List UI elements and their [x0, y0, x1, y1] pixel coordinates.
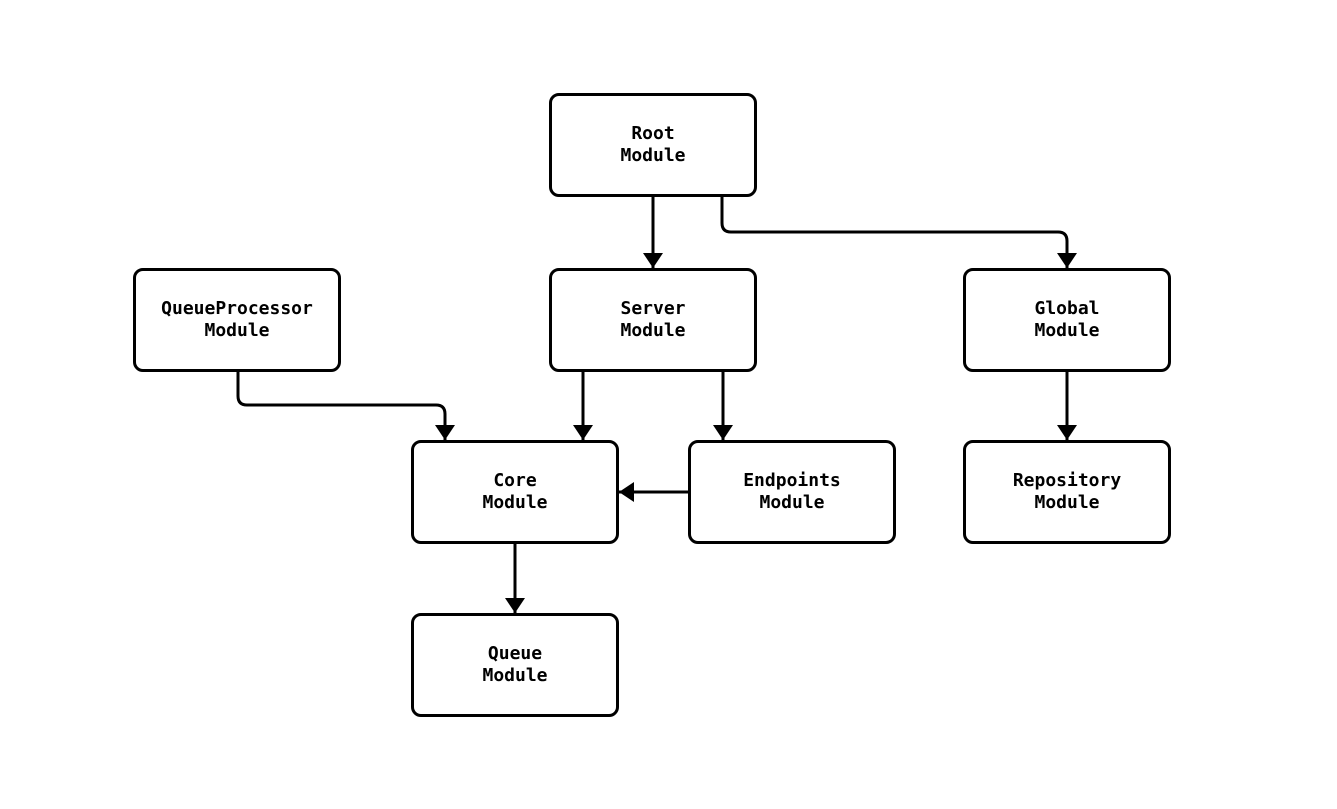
edge-queueprocessor-to-core: [236, 372, 455, 440]
edge-root-to-global: [720, 197, 1077, 268]
node-root-label-line: Module: [620, 145, 686, 166]
edge-queueprocessor-to-core-line: [236, 372, 447, 440]
edge-root-to-server-arrowhead: [643, 253, 663, 268]
edge-root-to-server: [643, 197, 663, 268]
edge-server-to-endpoints: [713, 372, 733, 440]
node-global-label-line: Global: [1034, 298, 1100, 319]
edge-server-to-core-arrowhead: [573, 425, 593, 440]
edge-core-to-queue: [505, 544, 525, 613]
edge-server-to-core: [573, 372, 593, 440]
node-core-label-line: Core: [493, 470, 537, 491]
node-queueprocessor-label-line: Module: [204, 320, 270, 341]
node-core-label-line: Module: [482, 492, 548, 513]
node-server-label-line: Module: [620, 320, 686, 341]
node-queueprocessor-label-line: QueueProcessor: [161, 298, 313, 319]
node-repository-label-line: Module: [1034, 492, 1100, 513]
node-queue-label-line: Module: [482, 665, 548, 686]
edge-global-to-repository: [1057, 372, 1077, 440]
node-repository-label-line: Repository: [1012, 470, 1122, 491]
edge-server-to-endpoints-arrowhead: [713, 425, 733, 440]
edge-queueprocessor-to-core-arrowhead: [435, 425, 455, 440]
node-queue-label-line: Queue: [487, 643, 543, 664]
node-endpoints-label-line: Module: [759, 492, 825, 513]
node-root-label-line: Root: [631, 123, 675, 144]
node-server-label-line: Server: [620, 298, 686, 319]
edge-global-to-repository-arrowhead: [1057, 425, 1077, 440]
edge-root-to-global-arrowhead: [1057, 253, 1077, 268]
node-endpoints-label-line: Endpoints: [743, 470, 841, 491]
edge-core-to-queue-arrowhead: [505, 598, 525, 613]
edge-endpoints-to-core-arrowhead: [619, 482, 634, 502]
edge-endpoints-to-core: [619, 482, 688, 502]
node-global-label-line: Module: [1034, 320, 1100, 341]
edge-root-to-global-line: [720, 197, 1069, 268]
